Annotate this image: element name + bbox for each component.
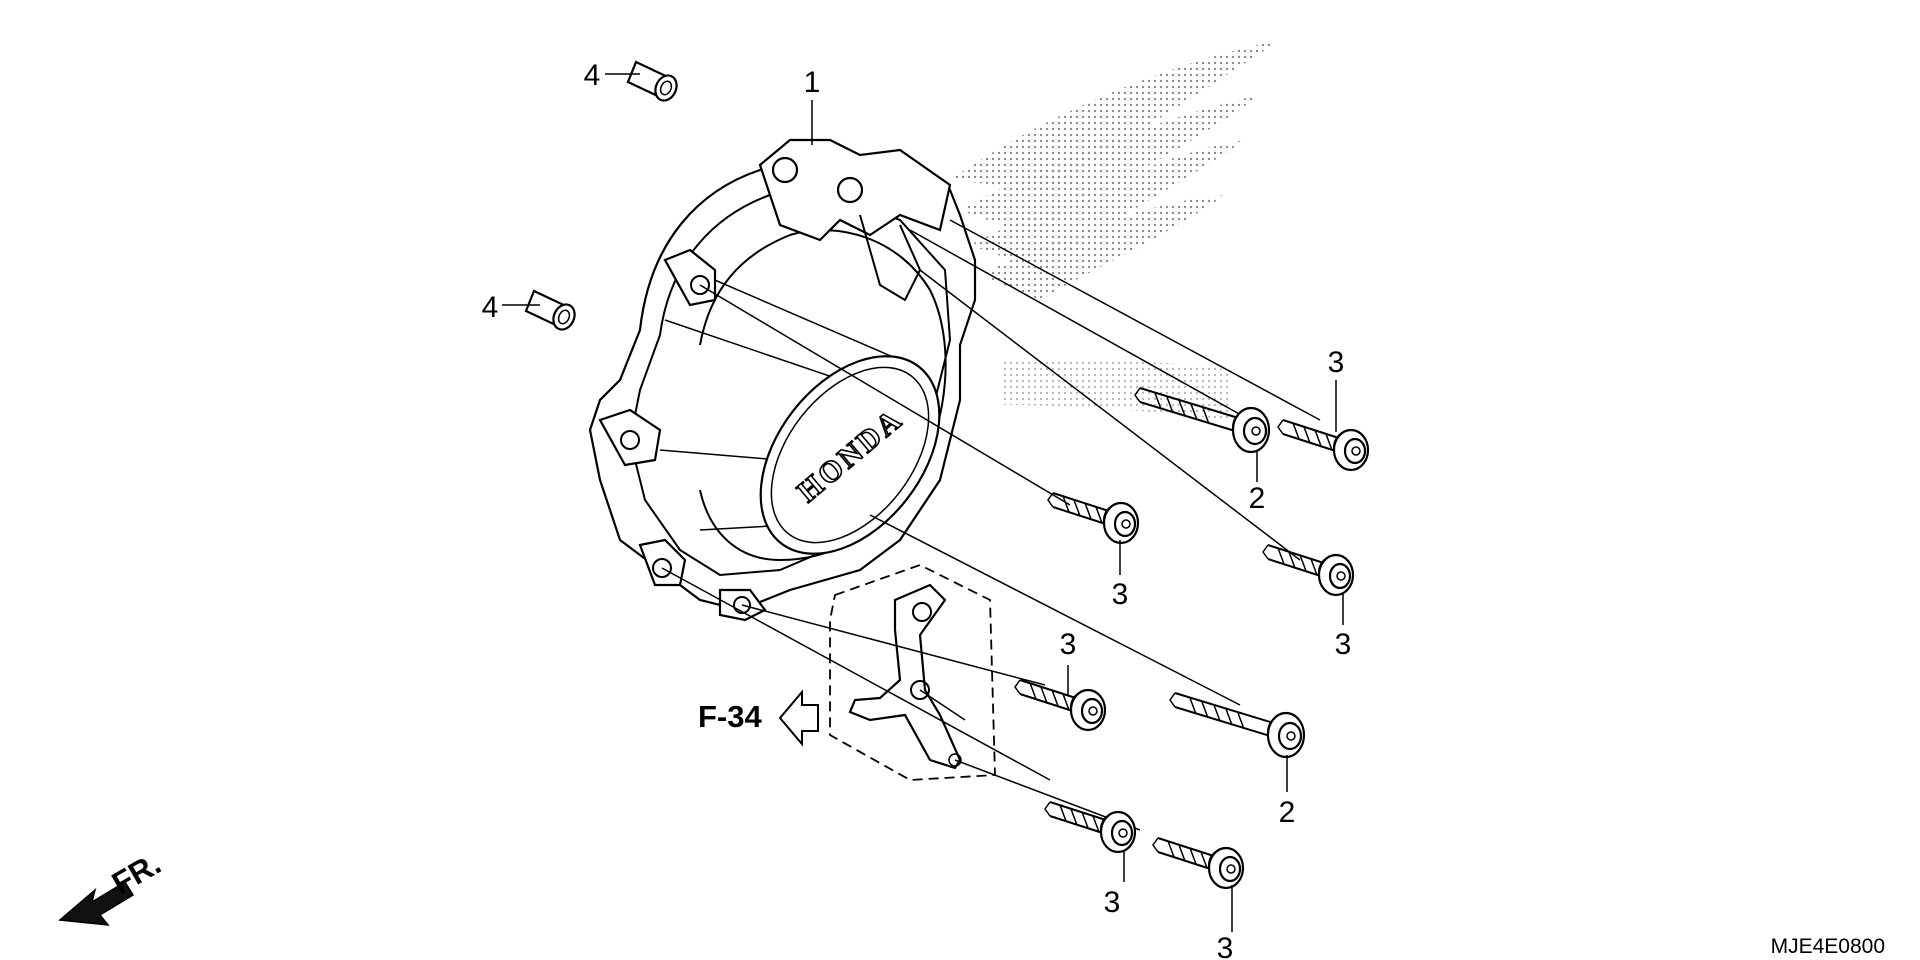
callout-3: 3 [1112, 578, 1129, 611]
dowel-pin [626, 60, 682, 106]
flange-bolt-long [1168, 691, 1306, 759]
flange-bolt [1261, 543, 1355, 597]
callout-3: 3 [1217, 932, 1234, 960]
leader-lines [661, 219, 1321, 831]
wing-watermark [950, 40, 1280, 420]
flange-bolt [1043, 800, 1137, 854]
part-code: MJE4E0800 [1771, 935, 1885, 958]
crankcase-cover: HONDA [588, 138, 977, 622]
callout-4: 4 [482, 291, 499, 324]
front-arrow-icon [58, 880, 135, 926]
callout-4: 4 [584, 59, 601, 92]
callout-3: 3 [1335, 628, 1352, 661]
callout-1: 1 [804, 66, 821, 99]
dowel-pin [524, 289, 580, 335]
callout-2: 2 [1249, 482, 1266, 515]
front-direction-indicator: FR. [58, 846, 167, 926]
callout-3: 3 [1328, 346, 1345, 379]
bracket-assembly [829, 564, 996, 781]
callout-3: 3 [1104, 886, 1121, 919]
flange-bolt [1151, 836, 1245, 890]
reference-arrow: F-34 [698, 689, 819, 747]
callout-leaders [502, 73, 1344, 932]
flange-bolt [1276, 418, 1370, 472]
flange-bolt [1013, 678, 1107, 732]
reference-label: F-34 [698, 699, 763, 734]
callout-2: 2 [1279, 796, 1296, 829]
callout-3: 3 [1060, 628, 1077, 661]
